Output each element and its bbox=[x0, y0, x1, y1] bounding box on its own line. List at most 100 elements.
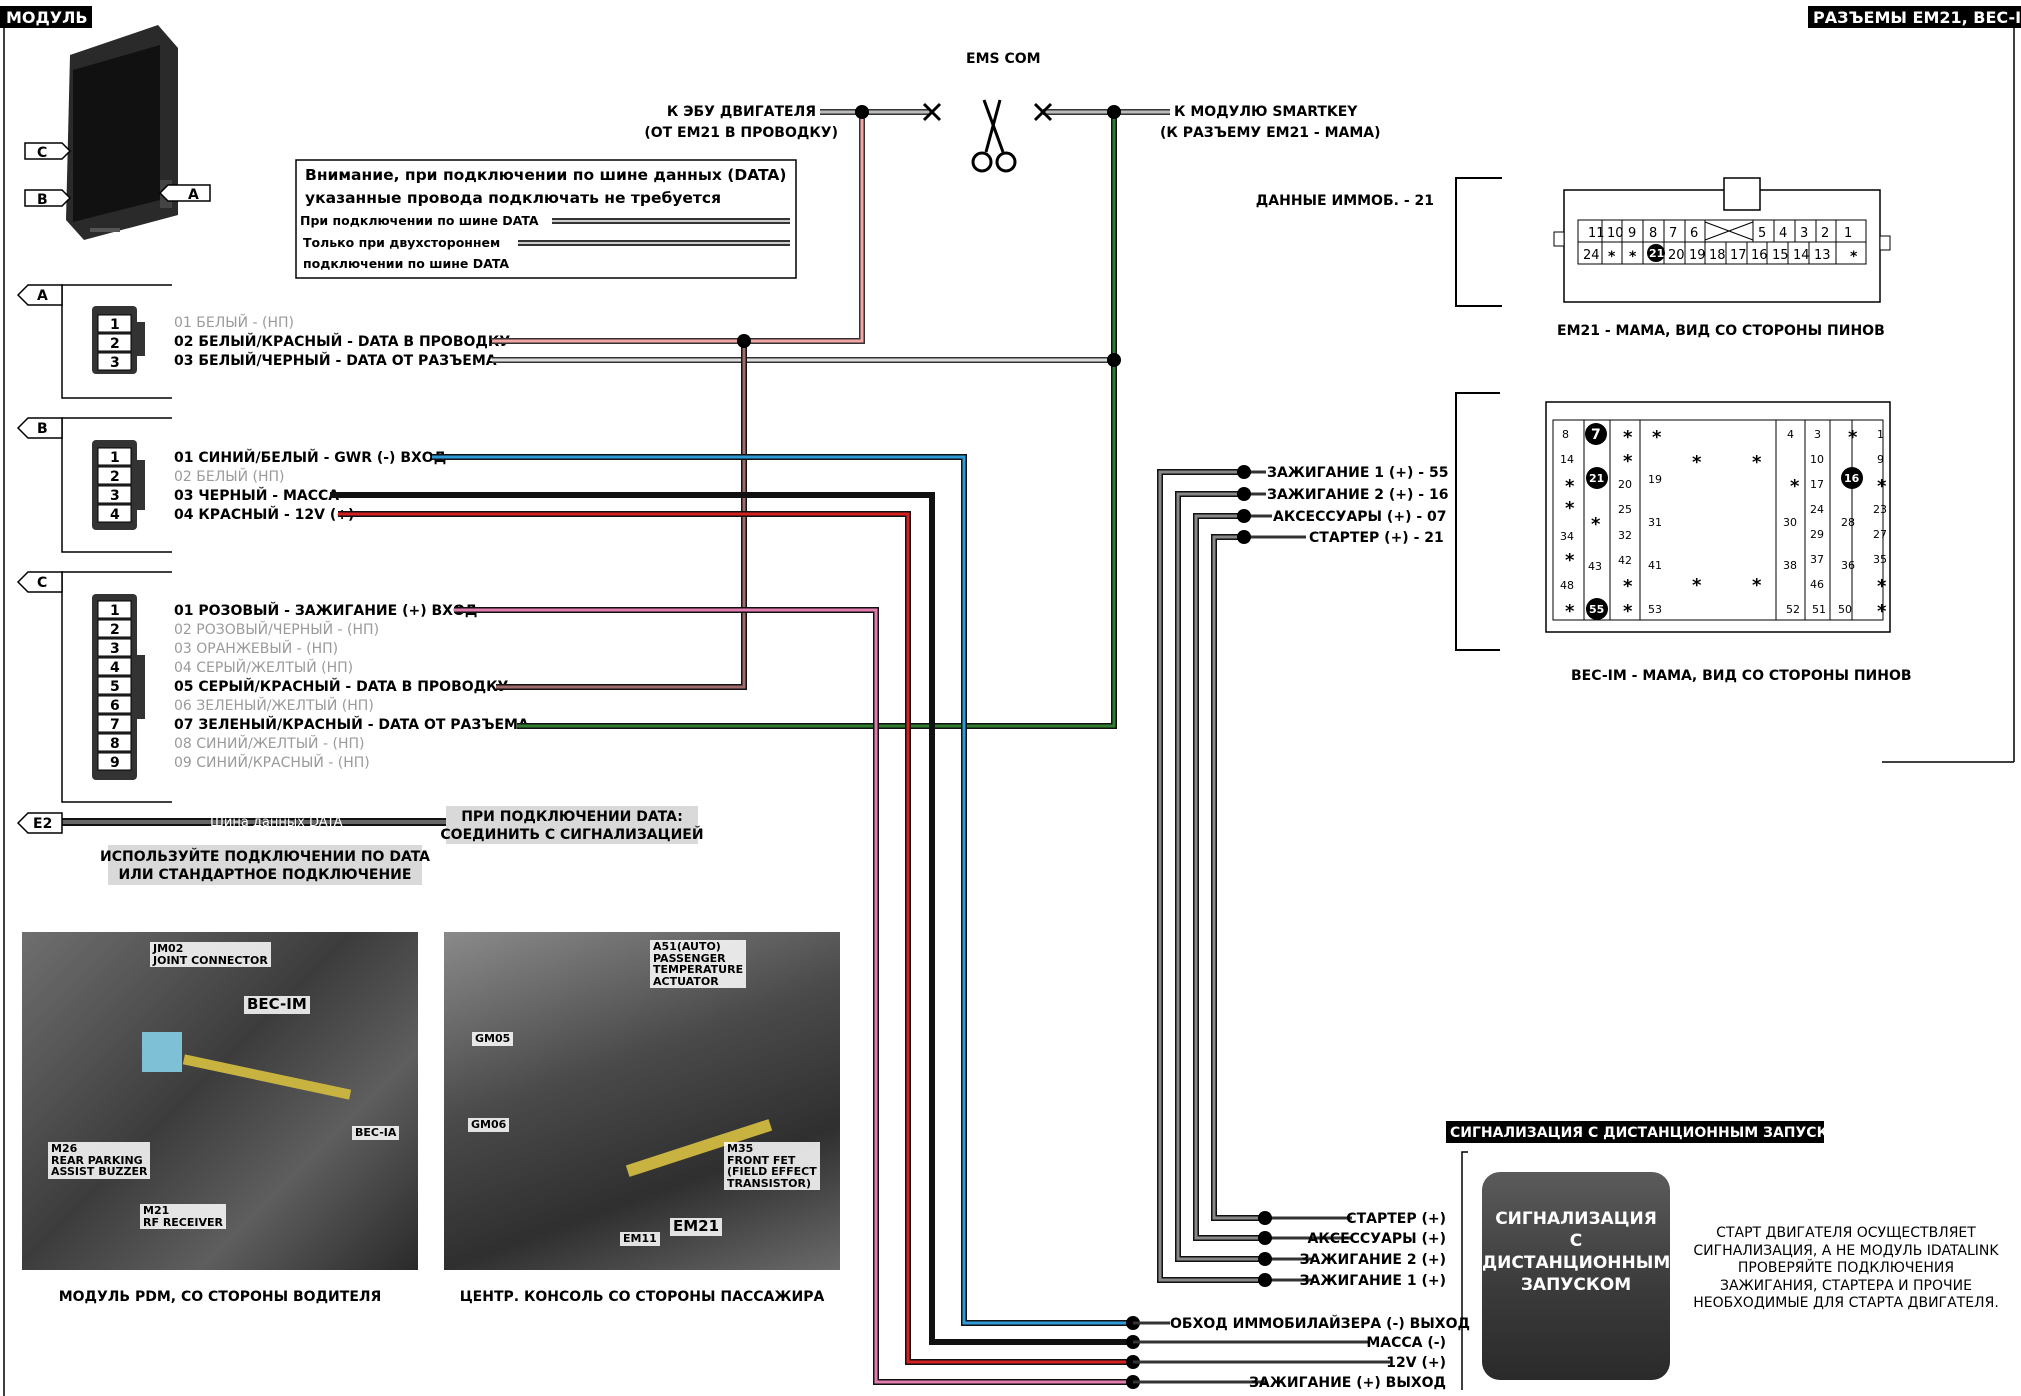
becim-pin: 24 bbox=[1810, 503, 1824, 516]
wire-a2-white-red-fill bbox=[492, 112, 864, 343]
wire-label: 01 СИНИЙ/БЕЛЫЙ - GWR (-) ВХОД bbox=[174, 449, 446, 466]
becim-pin: 43 bbox=[1588, 560, 1602, 573]
becim-pin: 42 bbox=[1618, 554, 1632, 567]
connector-a-tag: A bbox=[37, 288, 48, 304]
connector-b-wire-labels: 01 СИНИЙ/БЕЛЫЙ - GWR (-) ВХОД 02 БЕЛЫЙ (… bbox=[174, 449, 446, 523]
to-ecu-label: К ЭБУ ДВИГАТЕЛЯ bbox=[667, 104, 816, 120]
becim-pin: 35 bbox=[1873, 553, 1887, 566]
module-port-a: A bbox=[158, 184, 211, 203]
pin-number: 3 bbox=[110, 488, 120, 504]
svg-text:*: * bbox=[1565, 550, 1575, 571]
becim-pin: 52 bbox=[1786, 603, 1800, 616]
to-smartkey-sub: (К РАЗЪЕМУ EM21 - МАМА) bbox=[1160, 125, 1381, 141]
em21-pin: 2 bbox=[1821, 226, 1829, 241]
connector-a-frame bbox=[16, 284, 172, 399]
connector-b-plug bbox=[92, 440, 145, 530]
connector-c-pin-numbers: 1 2 3 4 5 6 7 8 9 bbox=[110, 603, 120, 771]
becim-pin: 3 bbox=[1814, 428, 1821, 441]
junction-dots bbox=[737, 105, 1272, 1389]
warning-line-5: подключении по шине DATA bbox=[303, 256, 509, 271]
alarm-output-labels: ОБХОД ИММОБИЛАЙЗЕРА (-) ВЫХОД МАССА (-) … bbox=[1133, 1315, 1470, 1391]
becim-pin-highlight: 16 bbox=[1844, 472, 1860, 485]
alarm-input: АКСЕССУАРЫ (+) bbox=[1308, 1231, 1446, 1247]
em21-pin: 20 bbox=[1668, 248, 1685, 263]
becim-pin: 34 bbox=[1560, 530, 1574, 543]
connector-b-frame bbox=[16, 417, 172, 553]
becim-signal: ЗАЖИГАНИЕ 1 (+) - 55 bbox=[1267, 465, 1448, 481]
pin-number: 6 bbox=[110, 698, 120, 714]
svg-text:*: * bbox=[1623, 601, 1633, 622]
becim-pin: 25 bbox=[1618, 503, 1632, 516]
becim-pin: 30 bbox=[1783, 516, 1797, 529]
scissors-icon bbox=[971, 99, 1017, 173]
pin-number: 2 bbox=[110, 622, 120, 638]
pin-number: 9 bbox=[110, 755, 120, 771]
alarm-input-labels: СТАРТЕР (+) АКСЕССУАРЫ (+) ЗАЖИГАНИЕ 2 (… bbox=[1300, 1211, 1446, 1289]
pdm-caption: МОДУЛЬ PDM, СО СТОРОНЫ ВОДИТЕЛЯ bbox=[58, 1289, 382, 1305]
use-line-1: ИСПОЛЬЗУЙТЕ ПОДКЛЮЧЕНИИ ПО DATA bbox=[100, 848, 430, 865]
wire-acc bbox=[1193, 513, 1265, 1241]
immo-data-label: ДАННЫЕ ИММОБ. - 21 bbox=[1256, 193, 1434, 209]
em21-pin: 24 bbox=[1583, 248, 1600, 263]
pin-number: 2 bbox=[110, 336, 120, 352]
svg-text:*: * bbox=[1790, 476, 1800, 497]
e2-bus-area: E2 Шина данных DATA ПРИ ПОДКЛЮЧЕНИИ DATA… bbox=[16, 806, 704, 885]
photo-label: GM06 bbox=[468, 1118, 510, 1132]
wire-label: 01 РОЗОВЫЙ - ЗАЖИГАНИЕ (+) ВХОД bbox=[174, 602, 477, 619]
connector-c-tag: C bbox=[37, 575, 47, 591]
warning-line-4: Только при двухстороннем bbox=[303, 235, 500, 250]
wire-label: 01 БЕЛЫЙ - (НП) bbox=[174, 313, 294, 331]
becim-pin: 53 bbox=[1648, 603, 1662, 616]
photo-label: M35 FRONT FET (FIELD EFFECT TRANSISTOR) bbox=[724, 1142, 820, 1191]
em21-pin-highlight: 21 bbox=[1649, 247, 1664, 260]
alarm-unit-line: ДИСТАНЦИОННЫМ bbox=[1482, 1253, 1671, 1274]
pin-number: 8 bbox=[110, 736, 120, 752]
svg-text:*: * bbox=[1877, 476, 1887, 497]
svg-text:*: * bbox=[1591, 514, 1601, 535]
becim-pin: 38 bbox=[1783, 559, 1797, 572]
svg-text:*: * bbox=[1565, 476, 1575, 497]
alarm-output: МАССА (-) bbox=[1366, 1335, 1446, 1351]
em21-pin: 11 bbox=[1588, 226, 1605, 241]
becim-pin: 28 bbox=[1841, 516, 1855, 529]
alarm-unit-line: ЗАПУСКОМ bbox=[1520, 1275, 1632, 1296]
pdm-photo: JM02 JOINT CONNECTOR BEC-IM BEC-IA M26 R… bbox=[22, 932, 418, 1270]
wire-starter bbox=[1211, 534, 1265, 1221]
ems-com-label: EMS COM bbox=[966, 51, 1041, 67]
to-ecu-sub: (ОТ EM21 В ПРОВОДКУ) bbox=[644, 125, 838, 141]
note-line: ЗАЖИГАНИЯ, СТАРТЕРА И ПРОЧИЕ bbox=[1720, 1277, 1972, 1294]
becim-pin: 37 bbox=[1810, 553, 1824, 566]
svg-text:*: * bbox=[1623, 451, 1633, 472]
em21-pin: 7 bbox=[1669, 226, 1677, 241]
connectors-header: РАЗЪЕМЫ EM21, BEC-IM bbox=[1808, 6, 2021, 763]
console-caption: ЦЕНТР. КОНСОЛЬ СО СТОРОНЫ ПАССАЖИРА bbox=[459, 1289, 825, 1305]
em21-pin: 10 bbox=[1607, 226, 1624, 241]
data-warning-box: Внимание, при подключении по шине данных… bbox=[295, 159, 797, 279]
em21-pin: 13 bbox=[1814, 248, 1831, 263]
svg-text:*: * bbox=[1692, 575, 1702, 596]
becim-pin-highlight: 55 bbox=[1589, 603, 1604, 616]
photo-label: M26 REAR PARKING ASSIST BUZZER bbox=[48, 1142, 151, 1179]
photo-label: BEC-IM bbox=[244, 996, 310, 1014]
em21-pin: 19 bbox=[1689, 248, 1706, 263]
em21-pin: 4 bbox=[1779, 226, 1787, 241]
wire-label: 03 БЕЛЫЙ/ЧЕРНЫЙ - DATA ОТ РАЗЪЕМА bbox=[174, 352, 497, 369]
photo-label: JM02 JOINT CONNECTOR bbox=[150, 942, 271, 968]
em21-pin: * bbox=[1608, 249, 1616, 265]
connector-c-wire-labels: 01 РОЗОВЫЙ - ЗАЖИГАНИЕ (+) ВХОД 02 РОЗОВ… bbox=[174, 602, 529, 771]
becim-pin: 14 bbox=[1560, 453, 1574, 466]
em21-pin: 17 bbox=[1730, 248, 1747, 263]
wire-label: 06 ЗЕЛЕНЫЙ/ЖЕЛТЫЙ (НП) bbox=[174, 696, 374, 714]
becim-pin: 19 bbox=[1648, 473, 1662, 486]
pin-number: 2 bbox=[110, 469, 120, 485]
wire-label: 02 РОЗОВЫЙ/ЧЕРНЫЙ - (НП) bbox=[174, 620, 379, 638]
wire-label: 07 ЗЕЛЕНЫЙ/КРАСНЫЙ - DATA ОТ РАЗЪЕМА bbox=[174, 716, 529, 733]
becim-pin: 20 bbox=[1618, 478, 1632, 491]
photo-label: GM05 bbox=[472, 1032, 514, 1046]
wire-label: 02 БЕЛЫЙ (НП) bbox=[174, 467, 285, 485]
svg-text:*: * bbox=[1848, 427, 1858, 448]
pin-number: 1 bbox=[110, 603, 120, 619]
photo-label: EM21 bbox=[670, 1218, 723, 1236]
becim-pin: 27 bbox=[1873, 528, 1887, 541]
